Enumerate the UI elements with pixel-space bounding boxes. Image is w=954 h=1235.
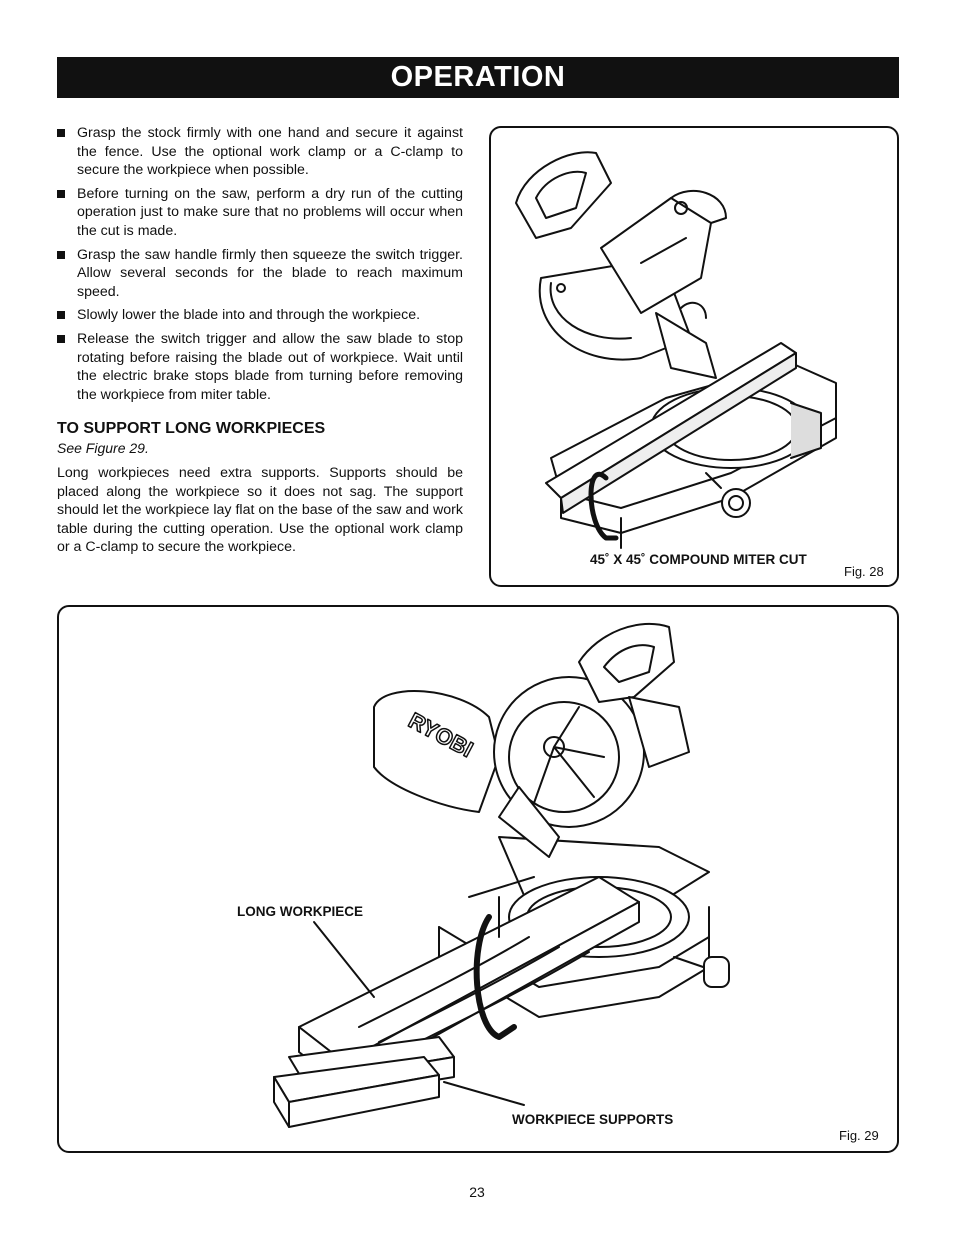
figure-28-box: 45˚ X 45˚ COMPOUND MITER CUT Fig. 28 xyxy=(489,126,899,587)
page-title: OPERATION xyxy=(390,61,566,93)
bullet-item: Before turning on the saw, perform a dry… xyxy=(57,185,463,241)
figure-28-caption: 45˚ X 45˚ COMPOUND MITER CUT xyxy=(590,552,807,567)
section-heading: TO SUPPORT LONG WORKPIECES xyxy=(57,420,326,438)
figure-28-label: Fig. 28 xyxy=(844,564,884,579)
workpiece-supports-callout: WORKPIECE SUPPORTS xyxy=(512,1112,674,1127)
miter-saw-long-workpiece-illustration: RYOBI xyxy=(273,622,730,1128)
bullet-item: Slowly lower the blade into and through … xyxy=(57,306,463,325)
figure-29-label: Fig. 29 xyxy=(839,1128,879,1143)
bullet-item: Grasp the stock firmly with one hand and… xyxy=(57,124,463,180)
miter-saw-bevel-illustration xyxy=(515,151,837,549)
see-figure-note: See Figure 29. xyxy=(57,440,149,457)
header-bar: OPERATION xyxy=(57,57,899,98)
instructions-column: Grasp the stock firmly with one hand and… xyxy=(57,124,463,557)
long-workpiece-callout: LONG WORKPIECE xyxy=(237,904,364,919)
figure-29-box: RYOBI xyxy=(57,605,899,1153)
section-body: Long workpieces need extra supports. Sup… xyxy=(57,464,463,556)
page-number: 23 xyxy=(469,1184,485,1200)
bullet-item: Release the switch trigger and allow the… xyxy=(57,330,463,404)
bullet-item: Grasp the saw handle firmly then squeeze… xyxy=(57,246,463,302)
bullet-list: Grasp the stock firmly with one hand and… xyxy=(57,124,463,404)
